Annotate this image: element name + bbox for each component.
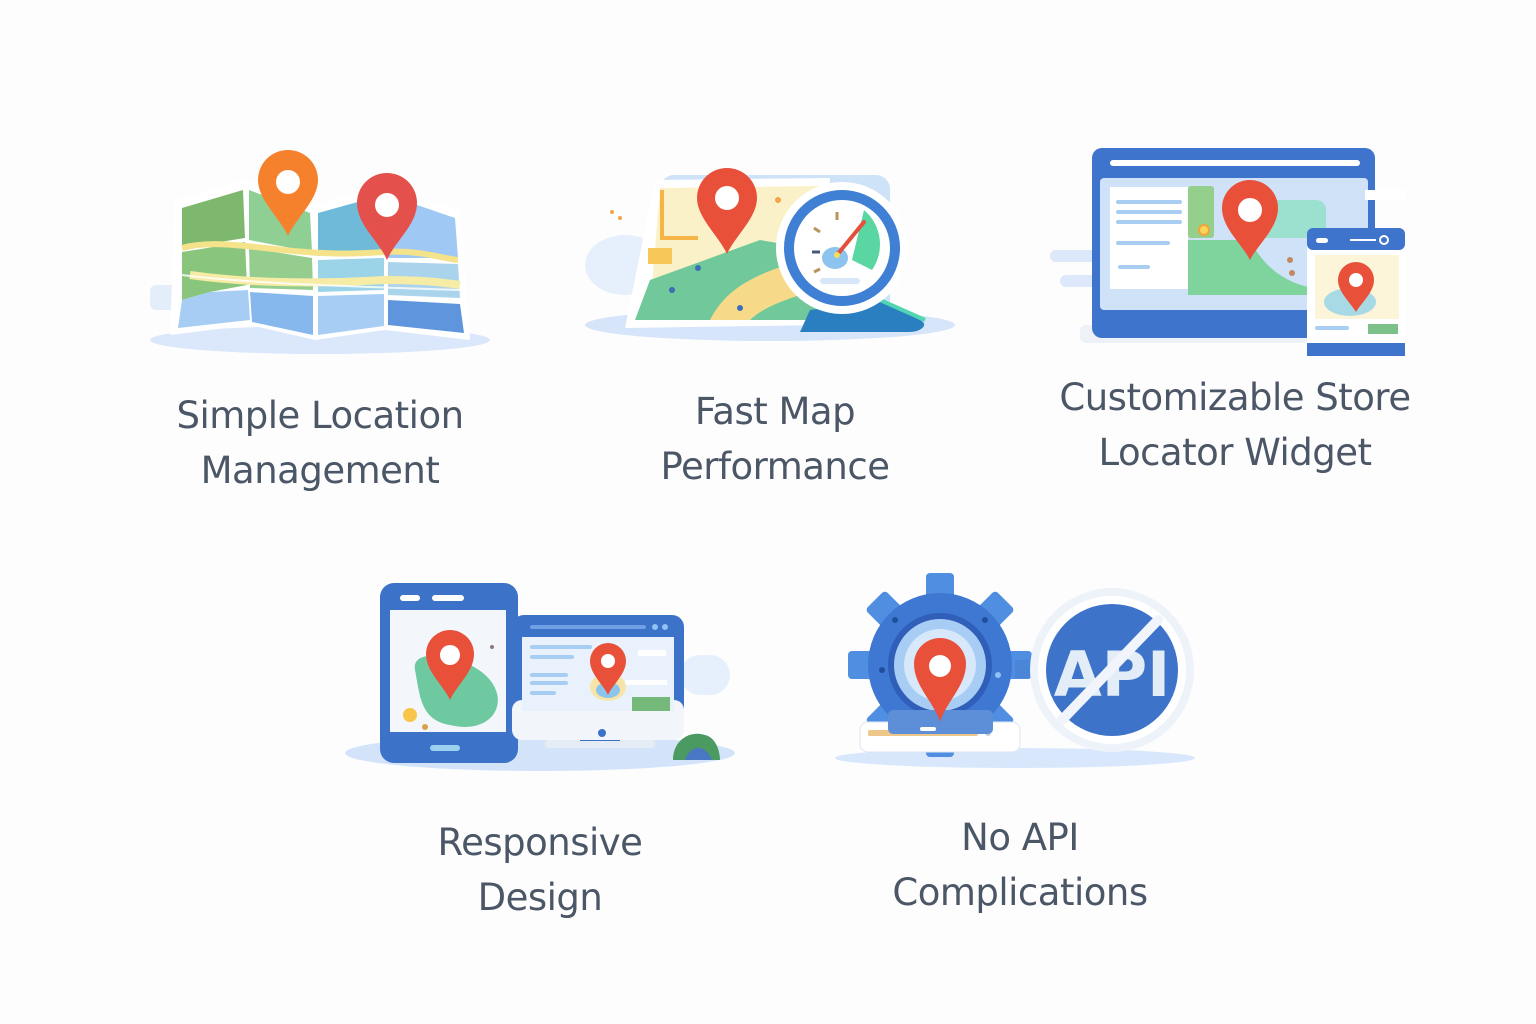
browser-and-mobile-map-widget-icon bbox=[1050, 140, 1420, 370]
folded-map-with-pins-icon bbox=[140, 140, 500, 370]
feature-title: Simple Location Management bbox=[176, 394, 464, 492]
tablet-and-desktop-map-icon bbox=[340, 575, 740, 785]
feature-responsive-design: Responsive Design bbox=[340, 575, 740, 925]
gear-pin-and-no-api-icon: API bbox=[830, 570, 1210, 780]
feature-simple-location-management: Simple Location Management bbox=[140, 140, 500, 498]
feature-title: Fast Map Performance bbox=[660, 390, 890, 488]
feature-title: Customizable Store Locator Widget bbox=[1059, 376, 1411, 474]
feature-title: Responsive Design bbox=[437, 821, 643, 919]
feature-no-api-complications: API No API Complications bbox=[830, 570, 1210, 920]
feature-customizable-store-locator-widget: Customizable Store Locator Widget bbox=[1050, 140, 1420, 480]
feature-title: No API Complications bbox=[892, 816, 1148, 914]
map-with-speedometer-icon bbox=[580, 160, 970, 370]
feature-fast-map-performance: Fast Map Performance bbox=[580, 160, 970, 494]
